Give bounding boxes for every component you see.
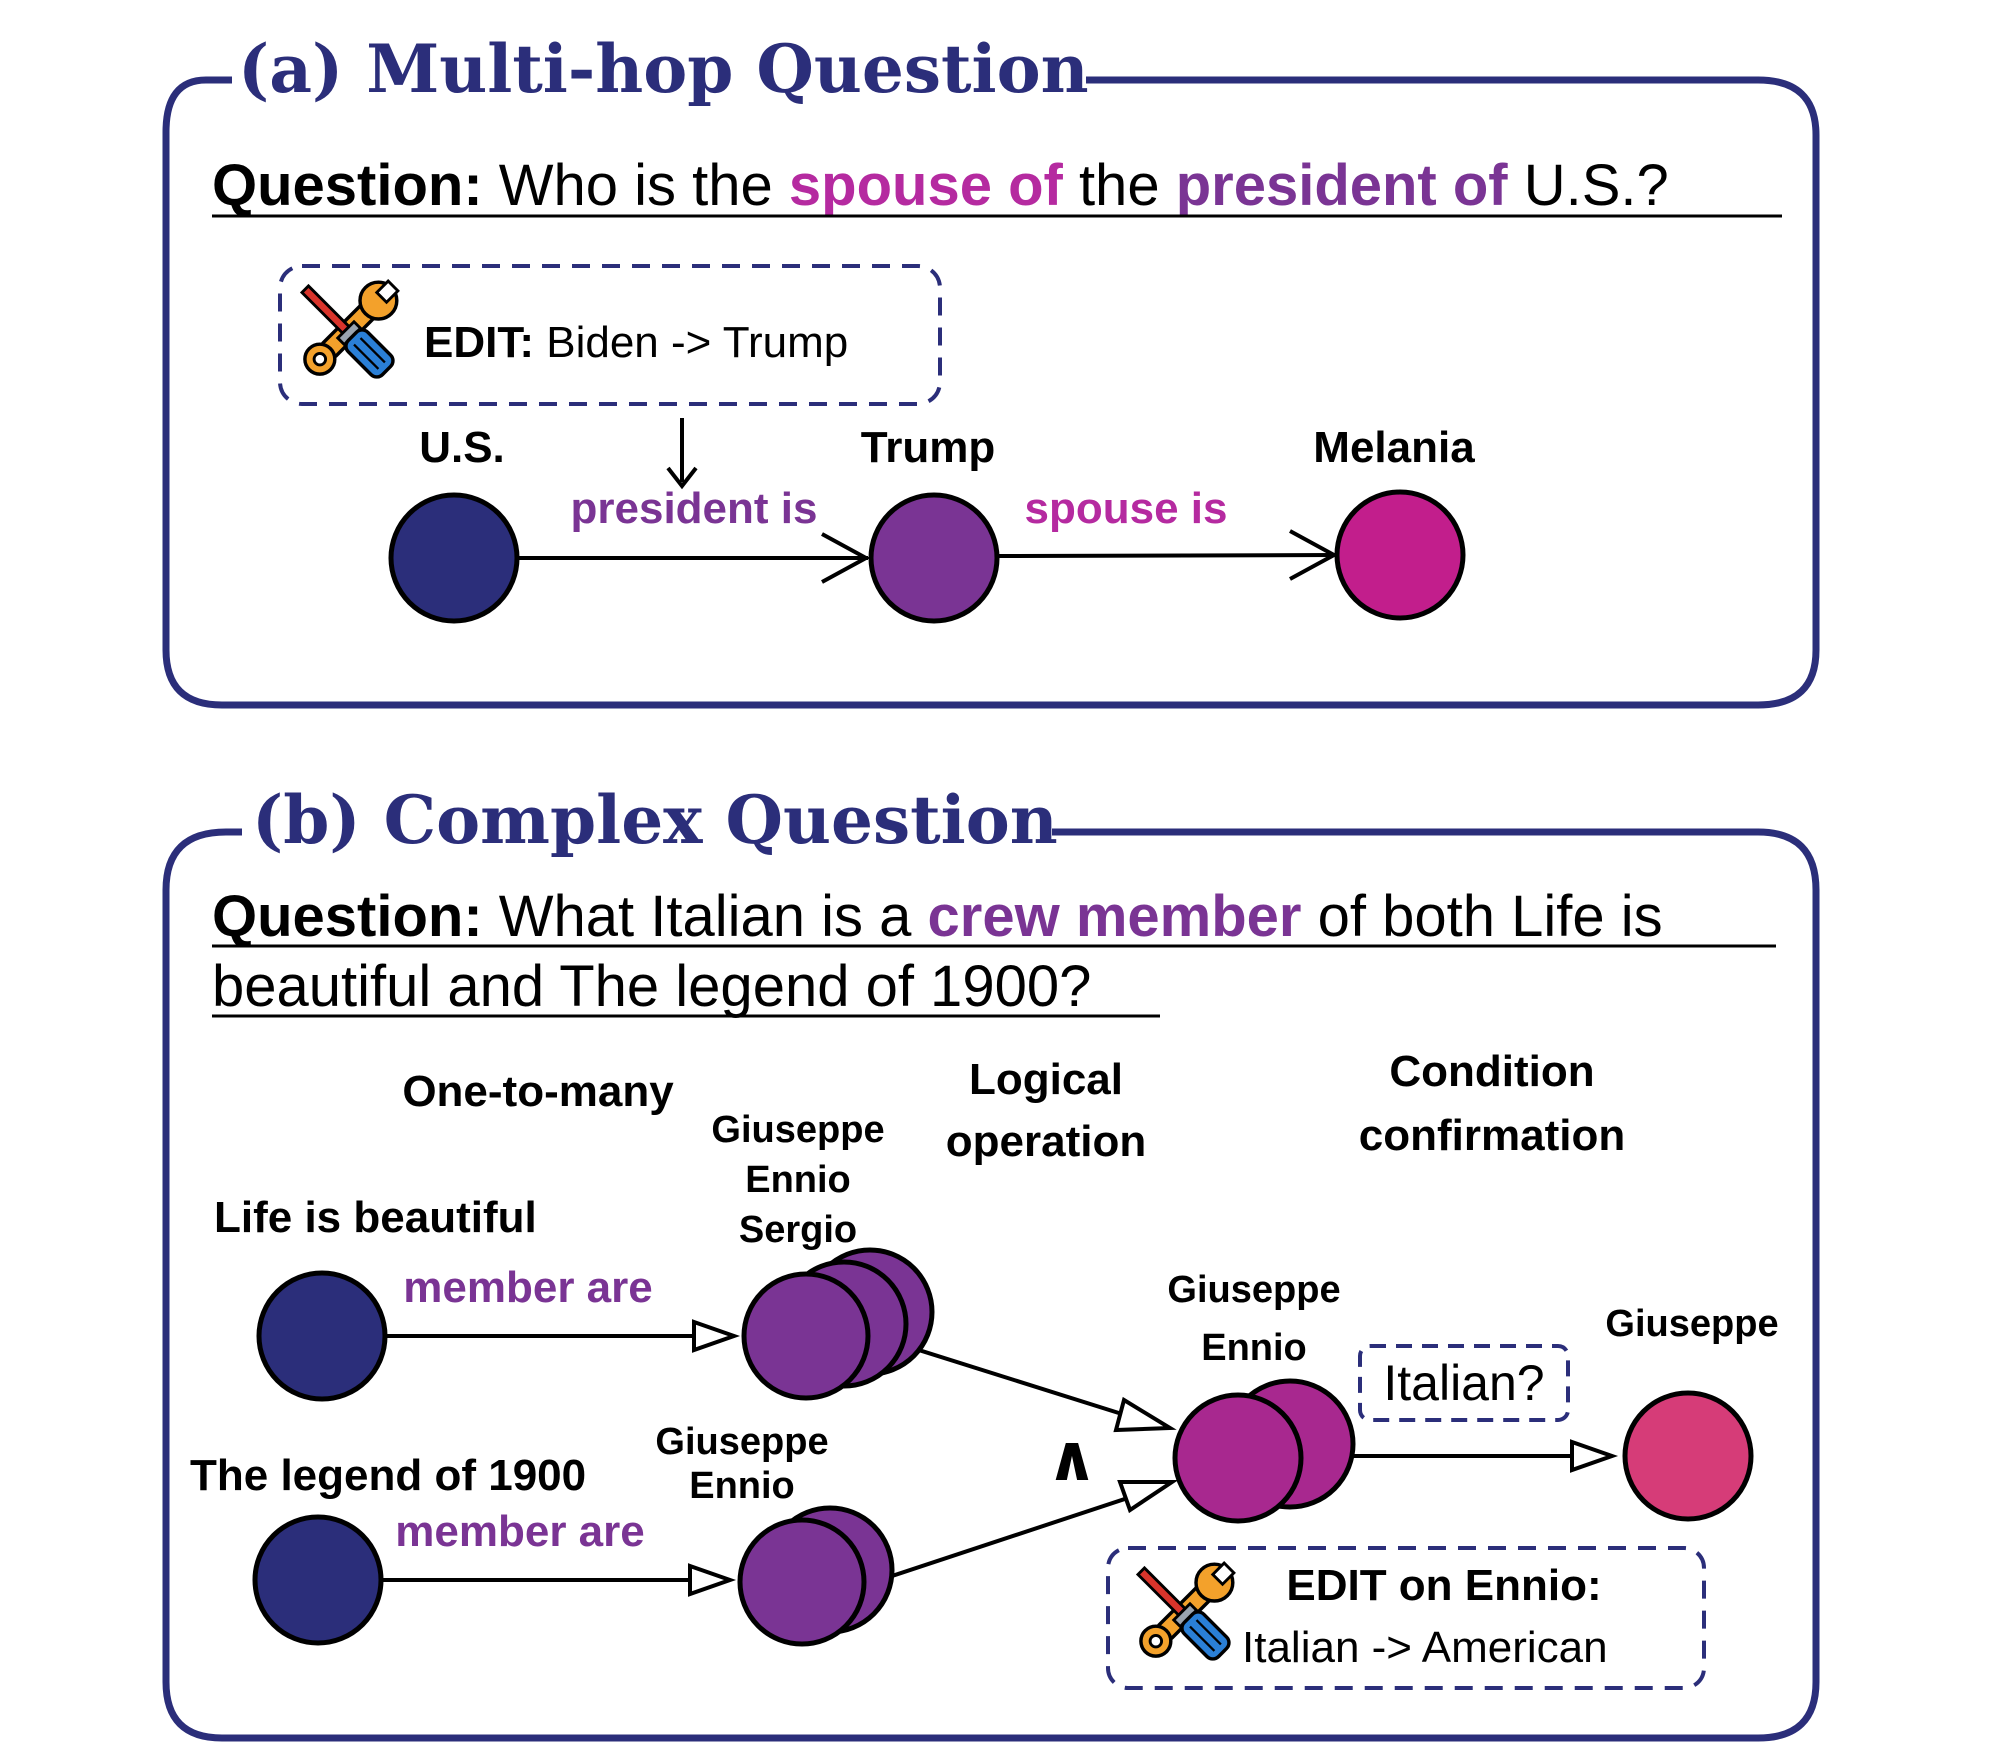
stage-logical-line1: Logical — [969, 1055, 1123, 1104]
node-set3-stack — [1172, 1378, 1356, 1524]
wrench-screwdriver-icon — [293, 271, 408, 385]
node-melania — [1334, 489, 1466, 621]
panel-b-frame — [162, 828, 1820, 1742]
edit-text: EDIT: Biden -> Trump — [424, 318, 848, 367]
panel-a-title: (a) Multi-hop Question — [238, 30, 1089, 108]
edit-ennio-value: Italian -> American — [1242, 1623, 1608, 1672]
edge-trump-melania — [997, 553, 1337, 558]
edge-arrow-head — [1117, 1480, 1179, 1514]
edit-box — [278, 264, 942, 406]
node-final-giuseppe — [1622, 1390, 1754, 1522]
set2-name-giuseppe: Giuseppe — [655, 1421, 828, 1463]
set1-name-giuseppe: Giuseppe — [711, 1109, 884, 1151]
question-text: U.S.? — [1508, 153, 1669, 218]
edge-set2-intersection — [885, 1484, 1165, 1580]
question-text: the — [1063, 153, 1176, 218]
question-text: Who is the — [483, 153, 789, 218]
question-text: of both Life is — [1302, 884, 1663, 949]
node-set1-stack — [741, 1247, 935, 1401]
panel-b-title: (b) Complex Question — [252, 781, 1058, 859]
edge-arrow-head — [1113, 1396, 1177, 1433]
edit-arrow-head — [666, 466, 698, 490]
question-highlight-crew-member: crew member — [928, 884, 1302, 949]
node-trump — [868, 492, 1000, 624]
edge-arrow-head — [688, 1563, 737, 1597]
set2-name-ennio: Ennio — [689, 1465, 795, 1507]
question-text: What Italian is a — [483, 884, 928, 949]
final-name-giuseppe: Giuseppe — [1605, 1303, 1778, 1345]
panel-a-question: Question: Who is the spouse of the presi… — [212, 153, 1669, 218]
relation-member-are-1: member are — [403, 1263, 652, 1312]
panel-a-frame — [162, 76, 1820, 709]
set3-name-giuseppe: Giuseppe — [1167, 1269, 1340, 1311]
edge-arrow-head — [692, 1319, 741, 1353]
stage-condition-line1: Condition — [1389, 1047, 1594, 1096]
node-set3-front — [1172, 1392, 1304, 1524]
panel-b-question-line1: Question: What Italian is a crew member … — [212, 884, 1663, 949]
question-highlight-spouse: spouse of — [789, 153, 1064, 218]
condition-text: Italian? — [1383, 1355, 1544, 1411]
condition-box — [1358, 1344, 1570, 1422]
question-label: Question: — [212, 153, 483, 218]
relation-spouse-is: spouse is — [1025, 484, 1228, 533]
edit-label: EDIT: — [424, 318, 534, 367]
node-set1-front — [741, 1271, 871, 1401]
node-legend-of-1900 — [252, 1514, 384, 1646]
set3-name-ennio: Ennio — [1201, 1327, 1307, 1369]
stage-condition-line2: confirmation — [1359, 1111, 1625, 1160]
node-label-melania: Melania — [1313, 423, 1475, 472]
question-highlight-president: president of — [1176, 153, 1509, 218]
node-label-legend-of-1900: The legend of 1900 — [190, 1451, 586, 1500]
panel-b-question-line2: beautiful and The legend of 1900? — [212, 954, 1091, 1019]
set1-name-ennio: Ennio — [745, 1159, 851, 1201]
logical-and-operator: ∧ — [1046, 1422, 1098, 1496]
relation-president-is: president is — [571, 484, 818, 533]
edit-value: Biden -> Trump — [534, 318, 848, 367]
edge-arrow-head — [821, 532, 871, 584]
edge-arrow-head — [1570, 1439, 1619, 1473]
node-label-trump: Trump — [861, 423, 995, 472]
question-label: Question: — [212, 884, 483, 949]
panel-multi-hop: (a) Multi-hop Question Question: Who is … — [162, 30, 1820, 709]
relation-member-are-2: member are — [395, 1507, 644, 1556]
panel-complex: (b) Complex Question Question: What Ital… — [162, 781, 1820, 1742]
edit-ennio-label: EDIT on Ennio: — [1286, 1561, 1601, 1610]
node-us — [388, 492, 520, 624]
node-set2-stack — [737, 1505, 895, 1647]
node-life-is-beautiful — [256, 1270, 388, 1402]
node-label-life-is-beautiful: Life is beautiful — [214, 1193, 537, 1242]
stage-logical-line2: operation — [946, 1117, 1146, 1166]
node-set2-front — [737, 1517, 867, 1647]
set1-name-sergio: Sergio — [739, 1209, 857, 1251]
edit-box-ennio — [1106, 1546, 1706, 1690]
stage-one-to-many: One-to-many — [402, 1067, 674, 1116]
edge-arrow-head — [1289, 529, 1339, 581]
node-label-us: U.S. — [419, 423, 505, 472]
